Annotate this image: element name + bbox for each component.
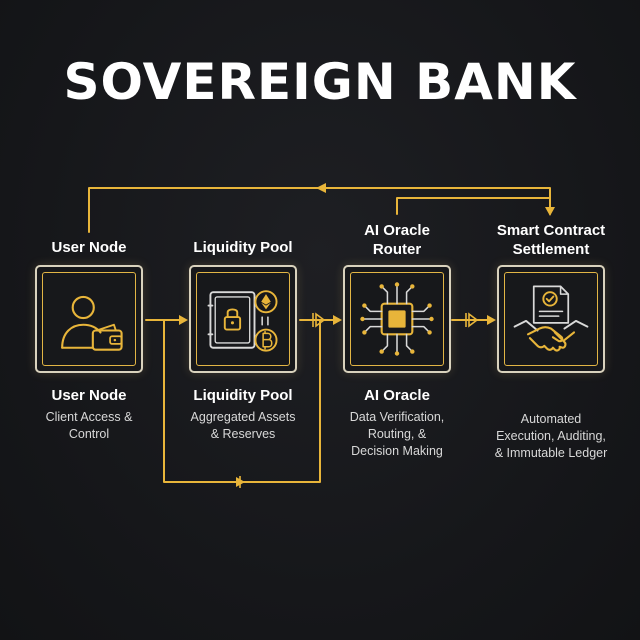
node-label-oracle: AI Oracle: [364, 387, 430, 404]
node-description-settlement: Automated Execution, Auditing, & Immutab…: [494, 412, 608, 460]
gate-marker-2-head: [468, 312, 479, 328]
arrowhead-into-oracle: [333, 315, 342, 325]
arrowhead-contract-down: [545, 207, 555, 216]
node-description-user: Client Access & Control: [45, 410, 133, 441]
feedback-connector-top-inner: [396, 197, 551, 215]
node-heading-settlement: Smart Contract Settlement: [496, 222, 606, 258]
arrowhead-into-contract: [487, 315, 496, 325]
vault-crypto-icon: [207, 290, 278, 352]
node-heading-liquidity: Liquidity Pool: [193, 239, 293, 256]
gate-marker-1-head: [315, 312, 326, 328]
node-description-liquidity: Aggregated Assets & Reserves: [190, 410, 296, 441]
node-box-settlement[interactable]: [497, 265, 605, 373]
node-box-oracle[interactable]: [343, 265, 451, 373]
arrowhead-into-pool: [179, 315, 188, 325]
node-box-liquidity[interactable]: [189, 265, 297, 373]
node-description-oracle: Data Verification, Routing, & Decision M…: [349, 410, 445, 458]
node-label-user: User Node: [51, 387, 127, 404]
node-box-user[interactable]: [35, 265, 143, 373]
node-label-liquidity: Liquidity Pool: [193, 387, 293, 404]
user-wallet-icon: [61, 295, 123, 351]
page-title: SOVEREIGN BANK: [63, 53, 577, 111]
arrowhead-top-left: [316, 183, 326, 193]
handshake-contract-icon: [513, 285, 589, 352]
ai-chip-icon: [360, 282, 434, 356]
node-heading-user: User Node: [51, 239, 127, 256]
node-heading-oracle: AI Oracle Router: [364, 222, 430, 258]
feedback-connector-top-outer: [88, 187, 551, 233]
